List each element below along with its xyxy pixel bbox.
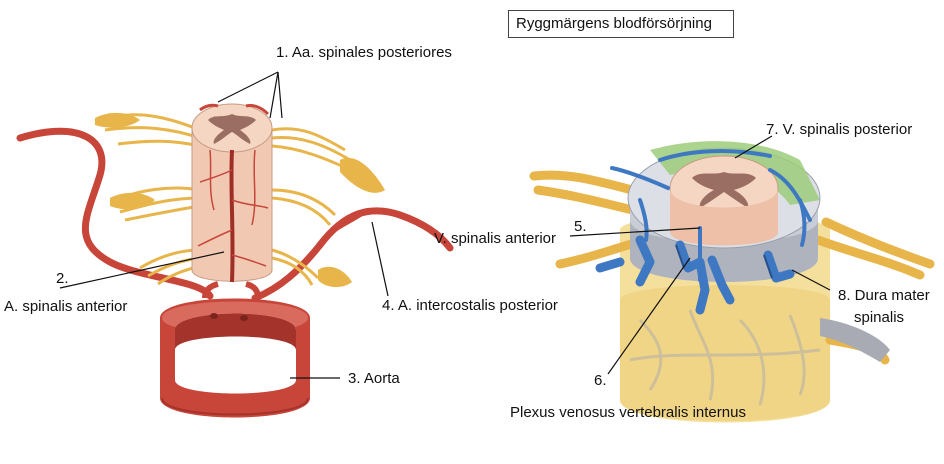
internal-vertebral-plexus <box>595 235 795 315</box>
label-dura-mater: 8. Dura mater <box>838 287 930 304</box>
intercostal-artery-right <box>251 207 454 302</box>
nerve-ganglion-right-upper <box>340 157 385 193</box>
leader-lines-left <box>59 71 389 379</box>
cord-surface-arterioles <box>197 149 269 267</box>
figure-title: Ryggmärgens blodförsörjning <box>508 10 734 38</box>
label-aorta: 3. Aorta <box>348 370 400 387</box>
aorta-ring <box>160 298 310 418</box>
leader-2 <box>59 251 225 289</box>
posterior-spinal-artery-right <box>245 104 270 116</box>
posterior-spinal-artery-left <box>199 103 219 112</box>
nerve-roots-right <box>271 127 356 286</box>
aorta-branch-left <box>202 281 219 299</box>
leader-1c <box>269 71 279 119</box>
grey-matter-butterfly <box>208 114 256 144</box>
epidural-fat-lower <box>620 285 830 421</box>
label-dura-mater-line2: spinalis <box>854 309 905 326</box>
nerve-ganglion-left-upper <box>95 112 140 128</box>
anterior-spinal-artery <box>229 149 235 283</box>
leader-lines-right <box>569 135 831 375</box>
leader-6 <box>607 257 691 375</box>
label-posterior-intercostal-artery: 4. A. intercostalis posterior <box>382 297 558 314</box>
label-internal-venous-plexus-number: 6. <box>594 372 607 389</box>
nerve-ganglion-left-mid <box>110 192 155 210</box>
leader-1b <box>277 71 283 119</box>
label-posterior-spinal-vein: 7. V. spinalis posterior <box>766 121 913 138</box>
leader-5 <box>569 227 701 237</box>
right-figure-veins <box>529 141 935 423</box>
aorta-branch-right <box>245 281 261 299</box>
label-posterior-spinal-arteries: 1. Aa. spinales posteriores <box>276 44 452 61</box>
epidural-vessels-faint <box>629 309 821 406</box>
plexus-dark-edges <box>675 244 773 279</box>
label-anterior-spinal-artery-number: 2. <box>56 270 69 287</box>
grey-root-sleeve <box>820 318 890 362</box>
nerve-ganglion-right-lower <box>318 266 352 288</box>
intercostal-artery-right-upper <box>316 212 364 247</box>
veins-blue <box>610 149 812 282</box>
leader-8 <box>791 269 831 291</box>
cord-right-side <box>670 188 778 246</box>
label-anterior-spinal-artery: A. spinalis anterior <box>4 298 128 315</box>
label-anterior-spinal-vein: V. spinalis anterior <box>434 230 557 247</box>
label-anterior-spinal-vein-number: 5. <box>574 218 587 235</box>
label-internal-venous-plexus: Plexus venosus vertebralis internus <box>510 404 746 421</box>
posterior-spinal-vein <box>658 149 772 162</box>
leader-7 <box>734 135 773 159</box>
leader-4 <box>371 221 389 297</box>
leader-1a <box>217 71 279 103</box>
left-figure-arteries <box>16 103 454 418</box>
cord-right-grey-matter <box>692 172 756 208</box>
